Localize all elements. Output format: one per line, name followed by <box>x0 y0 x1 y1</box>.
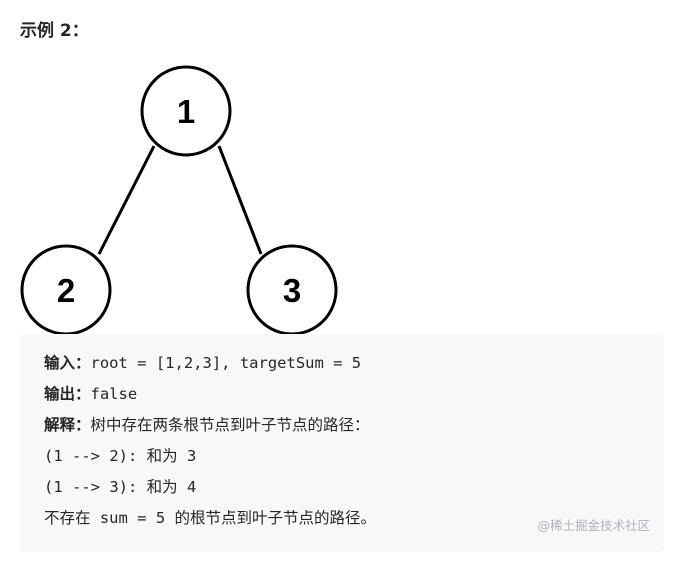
tree-node-right-label: 3 <box>283 272 301 309</box>
tree-node-left-label: 2 <box>57 272 75 309</box>
example-code-block: 输入：root = [1,2,3], targetSum = 5 输出：fals… <box>20 334 664 552</box>
explanation-value: 树中存在两条根节点到叶子节点的路径： <box>90 416 370 434</box>
edge-root-left <box>97 145 156 255</box>
output-label: 输出： <box>44 385 91 403</box>
path-line-1: (1 --> 2): 和为 3 <box>44 447 197 465</box>
tree-node-root <box>140 65 232 157</box>
output-value: false <box>90 385 138 403</box>
explanation-line: 解释：树中存在两条根节点到叶子节点的路径： <box>44 410 664 441</box>
binary-tree-diagram: 1 2 3 <box>20 65 338 336</box>
output-line: 输出：false <box>44 379 664 410</box>
tree-node-root-label: 1 <box>177 93 195 130</box>
input-line: 输入：root = [1,2,3], targetSum = 5 <box>44 348 664 379</box>
example-heading: 示例 2： <box>20 21 89 41</box>
explanation-label: 解释： <box>44 416 91 434</box>
watermark: @稀土掘金技术社区 <box>537 518 650 533</box>
path-line-2: (1 --> 3): 和为 4 <box>44 478 197 496</box>
input-label: 输入： <box>44 354 91 372</box>
input-value: root = [1,2,3], targetSum = 5 <box>90 354 362 372</box>
edge-root-right <box>217 145 263 255</box>
conclusion-line: 不存在 sum = 5 的根节点到叶子节点的路径。 <box>44 509 376 527</box>
